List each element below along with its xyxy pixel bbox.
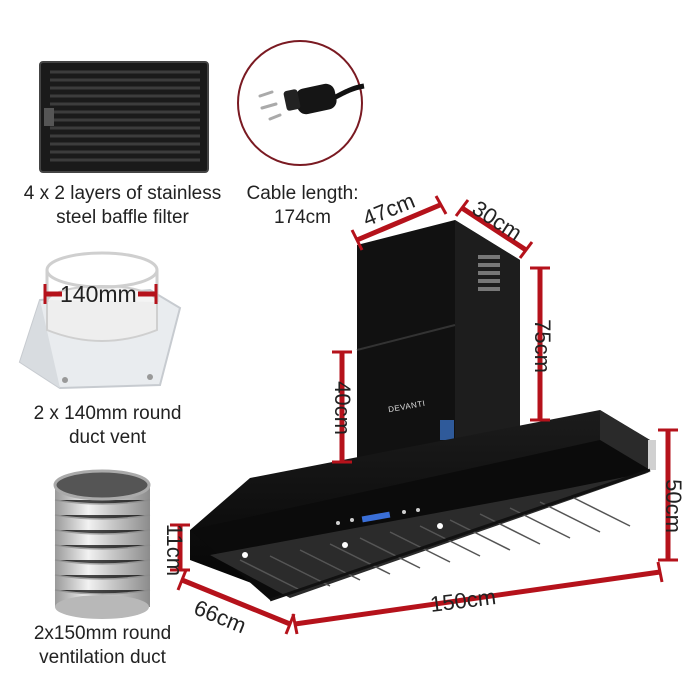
filter-caption: 4 x 2 layers of stainless steel baffle f… — [10, 182, 235, 230]
duct-caption-line1: 2x150mm round — [33, 623, 172, 644]
power-plug-image — [237, 40, 365, 166]
vent-caption-line2: duct vent — [68, 427, 147, 448]
hood-front-label: 11cm — [162, 523, 188, 577]
chimney-height-label: 75cm — [529, 319, 555, 373]
hood-height-label: 50cm — [660, 479, 686, 533]
ventilation-duct-image — [53, 469, 151, 619]
chimney-lower-label: 40cm — [329, 381, 355, 435]
cable-caption-line2: 174cm — [273, 207, 332, 228]
vent-diameter-label: 140mm — [60, 281, 137, 307]
cable-caption: Cable length: 174cm — [235, 182, 370, 230]
vent-caption: 2 x 140mm round duct vent — [15, 402, 200, 450]
filter-caption-line1: 4 x 2 layers of stainless — [23, 183, 222, 204]
filter-caption-line2: steel baffle filter — [56, 207, 189, 228]
vent-caption-line1: 2 x 140mm round — [33, 403, 182, 424]
duct-caption: 2x150mm round ventilation duct — [15, 622, 190, 670]
range-hood-image — [190, 220, 656, 602]
duct-caption-line2: ventilation duct — [39, 647, 166, 668]
dimension-lines — [43, 195, 678, 635]
baffle-filter-image — [39, 61, 209, 173]
duct-vent-image — [18, 251, 182, 390]
cable-caption-line1: Cable length: — [246, 183, 359, 204]
